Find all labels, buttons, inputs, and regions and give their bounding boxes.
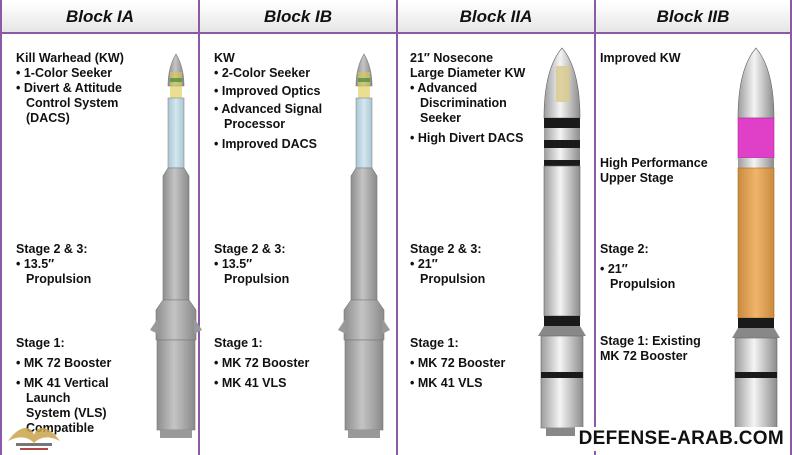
text-line: Stage 1:	[16, 336, 65, 350]
header-block-ib: Block IB	[200, 2, 396, 34]
text-line: Upper Stage	[600, 171, 674, 185]
text-line: Control System	[26, 96, 119, 110]
block-ib-stage23: Stage 2 & 3: • 13.5″ Propulsion	[214, 242, 364, 287]
text-line: Propulsion	[610, 277, 676, 291]
text-line: High Performance	[600, 156, 708, 170]
block-ib-stage1: Stage 1: • MK 72 Booster • MK 41 VLS	[214, 336, 364, 391]
text-line: Discrimination	[420, 96, 507, 110]
text-line: Processor	[224, 117, 286, 131]
block-iia-stage1: Stage 1: • MK 72 Booster • MK 41 VLS	[410, 336, 540, 391]
column-divider	[594, 0, 596, 455]
text-line: • 21″	[410, 257, 438, 271]
text-line: Launch	[26, 391, 71, 405]
site-logo-icon	[8, 427, 60, 450]
text-line: • MK 72 Booster	[214, 356, 310, 370]
text-line: • Improved Optics	[214, 84, 321, 98]
text-line: • 13.5″	[214, 257, 253, 271]
column-divider	[0, 0, 2, 455]
text-line: • MK 41 VLS	[214, 376, 287, 390]
text-line: • Advanced Signal	[214, 102, 323, 116]
text-line: Seeker	[420, 111, 462, 125]
text-line: 21″ Nosecone	[410, 51, 494, 65]
text-line: Propulsion	[224, 272, 290, 286]
block-iib-stage2: Stage 2: • 21″ Propulsion	[600, 242, 730, 292]
header-block-iia: Block IIA	[398, 2, 594, 34]
text-line: • Advanced	[410, 81, 478, 95]
header-block-ia: Block IA	[2, 2, 198, 34]
text-line: Stage 1: Existing	[600, 334, 701, 348]
block-ia-stage23: Stage 2 & 3: • 13.5″ Propulsion	[16, 242, 166, 287]
text-line: Kill Warhead (KW)	[16, 51, 124, 65]
text-line: Propulsion	[26, 272, 92, 286]
block-iia-missile	[538, 47, 586, 436]
text-line: • 13.5″	[16, 257, 55, 271]
text-line: • MK 41 Vertical	[16, 376, 109, 390]
text-line: Stage 2 & 3:	[16, 242, 88, 256]
column-divider	[396, 0, 398, 455]
block-iib-kw: Improved KW	[600, 51, 730, 66]
block-iib-stage1: Stage 1: Existing MK 72 Booster	[600, 334, 730, 364]
block-ia-stage1: Stage 1: • MK 72 Booster • MK 41 Vertica…	[16, 336, 166, 436]
block-iib-missile	[732, 47, 780, 436]
text-line: • 2-Color Seeker	[214, 66, 311, 80]
header-block-iib: Block IIB	[596, 2, 790, 34]
block-iia-kw-features: 21″ Nosecone Large Diameter KW • Advance…	[410, 51, 560, 146]
text-line: KW	[214, 51, 235, 65]
text-line: • MK 72 Booster	[410, 356, 506, 370]
text-line: • MK 41 VLS	[410, 376, 483, 390]
text-line: • MK 72 Booster	[16, 356, 112, 370]
block-iia-stage23: Stage 2 & 3: • 21″ Propulsion	[410, 242, 540, 287]
watermark: DEFENSE-ARAB.COM	[574, 427, 788, 451]
block-iib-upper-stage: High Performance Upper Stage	[600, 156, 730, 186]
text-line: • 1-Color Seeker	[16, 66, 113, 80]
text-line: MK 72 Booster	[600, 349, 688, 363]
column-divider	[790, 0, 792, 455]
text-line: Stage 2:	[600, 242, 649, 256]
text-line: Stage 2 & 3:	[214, 242, 286, 256]
text-line: Stage 1:	[214, 336, 263, 350]
text-line: • Divert & Attitude	[16, 81, 122, 95]
text-line: Stage 1:	[410, 336, 459, 350]
text-line: Large Diameter KW	[410, 66, 526, 80]
text-line: Propulsion	[420, 272, 486, 286]
text-line: System (VLS)	[26, 406, 107, 420]
text-line: Improved KW	[600, 51, 681, 65]
block-ia-missile	[150, 53, 202, 438]
column-divider	[198, 0, 200, 455]
block-ib-kw-features: KW • 2-Color Seeker • Improved Optics • …	[214, 51, 364, 152]
text-line: • 21″	[600, 262, 628, 276]
block-ib-missile	[338, 53, 390, 438]
text-line: (DACS)	[26, 111, 70, 125]
text-line: • High Divert DACS	[410, 131, 524, 145]
text-line: Stage 2 & 3:	[410, 242, 482, 256]
block-ia-kw-features: Kill Warhead (KW) • 1-Color Seeker • Div…	[16, 51, 166, 126]
text-line: • Improved DACS	[214, 137, 318, 151]
